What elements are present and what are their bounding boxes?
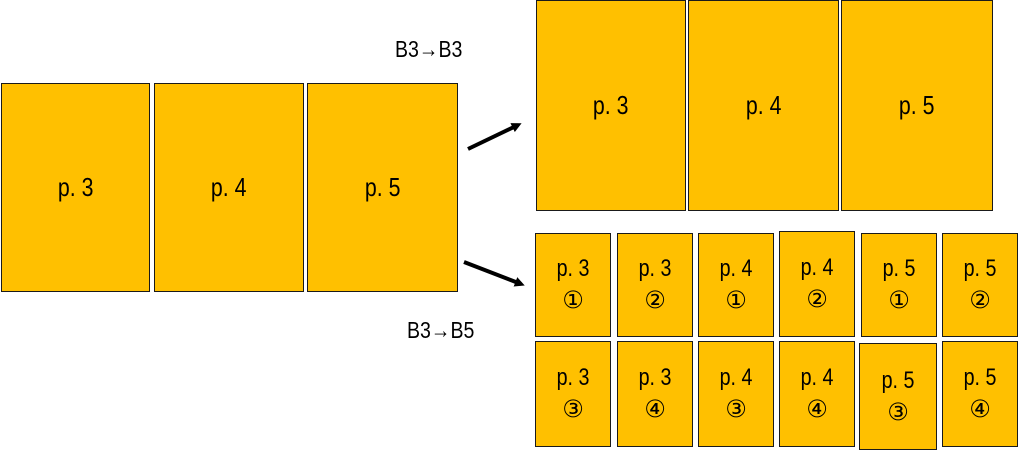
b5-tile: p. 3 ① <box>535 233 611 337</box>
part-label: ① <box>562 287 584 314</box>
page-label: p. 5 <box>881 366 915 394</box>
page-label: p. 5 <box>882 255 916 282</box>
page-label: p. 3 <box>556 255 590 282</box>
b5-tile: p. 5 ④ <box>942 341 1018 447</box>
page-label: p. 4 <box>719 364 753 391</box>
label-b3-to-b5: B3→B5 <box>407 317 475 343</box>
part-label: ② <box>806 286 828 313</box>
part-label: ① <box>725 287 747 314</box>
part-label: ④ <box>806 396 828 423</box>
page-label: p. 4 <box>745 90 782 120</box>
part-label: ② <box>644 287 666 314</box>
page-label: p. 3 <box>638 255 672 282</box>
source-page-3: p. 3 <box>1 83 150 292</box>
b3-output-page-5: p. 5 <box>841 0 993 211</box>
source-page-5: p. 5 <box>307 83 458 292</box>
b5-tile: p. 4 ② <box>779 231 855 337</box>
page-label: p. 3 <box>638 364 672 391</box>
b5-tile: p. 3 ② <box>617 233 693 337</box>
b5-tile: p. 5 ③ <box>859 343 937 450</box>
b3-output-page-3: p. 3 <box>536 0 686 211</box>
b5-tile: p. 3 ③ <box>535 341 611 447</box>
page-label: p. 5 <box>963 364 997 391</box>
part-label: ③ <box>562 396 584 423</box>
b5-tile: p. 5 ① <box>861 233 937 337</box>
part-label: ④ <box>969 396 991 423</box>
page-label: p. 5 <box>899 90 935 120</box>
part-label: ② <box>969 287 991 314</box>
part-label: ③ <box>725 396 747 423</box>
page-label: p. 4 <box>800 364 834 391</box>
page-label: p. 3 <box>593 90 629 120</box>
arrow-to-b5 <box>463 260 525 287</box>
b5-tile: p. 3 ④ <box>617 341 693 447</box>
page-label: p. 5 <box>364 172 401 202</box>
b5-tile: p. 4 ④ <box>779 341 855 447</box>
label-b3-to-b3: B3→B3 <box>395 36 463 62</box>
b5-tile: p. 5 ② <box>942 233 1018 337</box>
page-label: p. 4 <box>719 255 753 282</box>
arrow-to-b3 <box>467 123 522 151</box>
page-label: p. 3 <box>556 364 590 391</box>
b3-output-page-4: p. 4 <box>688 0 839 211</box>
b5-tile: p. 4 ① <box>698 233 774 337</box>
page-label: p. 3 <box>57 172 94 202</box>
part-label: ④ <box>644 396 666 423</box>
part-label: ① <box>888 287 910 314</box>
page-label: p. 4 <box>800 254 834 281</box>
part-label: ③ <box>887 398 909 426</box>
source-page-4: p. 4 <box>154 83 304 292</box>
page-label: p. 5 <box>963 255 997 282</box>
page-label: p. 4 <box>211 172 247 202</box>
b5-tile: p. 4 ③ <box>698 341 774 447</box>
